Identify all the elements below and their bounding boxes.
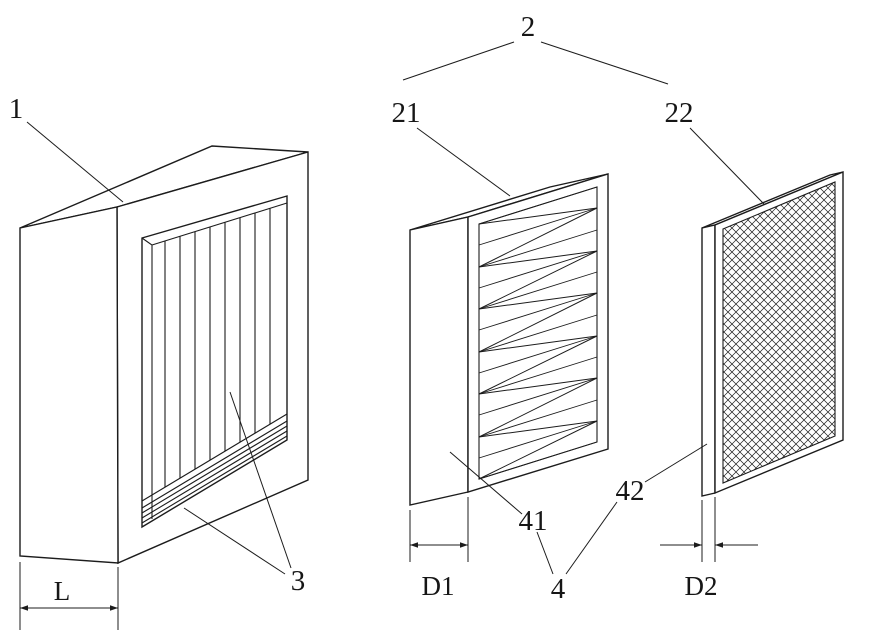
dim-L-extension-lines xyxy=(19,562,119,630)
leader-42 xyxy=(644,443,708,483)
screen-side-face xyxy=(701,224,716,497)
louver-bottom-stack xyxy=(141,413,288,524)
pleated-filter xyxy=(409,173,609,506)
leader-21 xyxy=(416,127,511,197)
mesh-screen xyxy=(701,170,844,497)
dimension-D1 xyxy=(409,497,469,562)
label-filter-unit-2: 2 xyxy=(521,11,536,43)
leader-41-to-4 xyxy=(536,531,554,575)
leader-41 xyxy=(449,451,523,515)
filter-frame-inner xyxy=(478,186,598,480)
housing-opening-depth xyxy=(141,202,288,519)
label-frames-4: 4 xyxy=(551,573,566,605)
label-pleated-filter-21: 21 xyxy=(392,97,421,129)
label-screen-frame-42: 42 xyxy=(616,475,645,507)
housing-opening xyxy=(141,195,288,529)
leader-3-lower xyxy=(183,507,286,575)
dim-D1-label: D1 xyxy=(422,571,455,601)
label-filter-frame-41: 41 xyxy=(519,505,548,537)
screen-mesh xyxy=(722,181,836,484)
housing-side-face xyxy=(19,206,119,564)
housing-box xyxy=(19,145,309,565)
label-housing-1: 1 xyxy=(9,93,24,125)
leader-4-to-42 xyxy=(565,501,618,575)
leader-2-right xyxy=(540,41,669,85)
louver-slats xyxy=(164,208,271,487)
dim-D2-extension-lines xyxy=(701,497,716,562)
dimension-D2 xyxy=(660,497,758,562)
label-mesh-screen-22: 22 xyxy=(665,97,694,129)
leader-1 xyxy=(26,121,124,203)
dim-D1-extension-lines xyxy=(409,497,469,562)
leader-22 xyxy=(689,127,765,205)
filter-side-face xyxy=(409,216,469,506)
filter-pleats-zigzag xyxy=(478,207,598,480)
dim-L-label: L xyxy=(54,576,71,606)
dim-D2-label: D2 xyxy=(685,571,718,601)
leader-lines xyxy=(26,41,765,575)
dimension-L xyxy=(19,562,119,630)
leader-2-left xyxy=(402,41,515,81)
leader-3-upper xyxy=(229,391,292,569)
filter-support-wires xyxy=(478,186,598,480)
label-louvers-3: 3 xyxy=(291,565,306,597)
